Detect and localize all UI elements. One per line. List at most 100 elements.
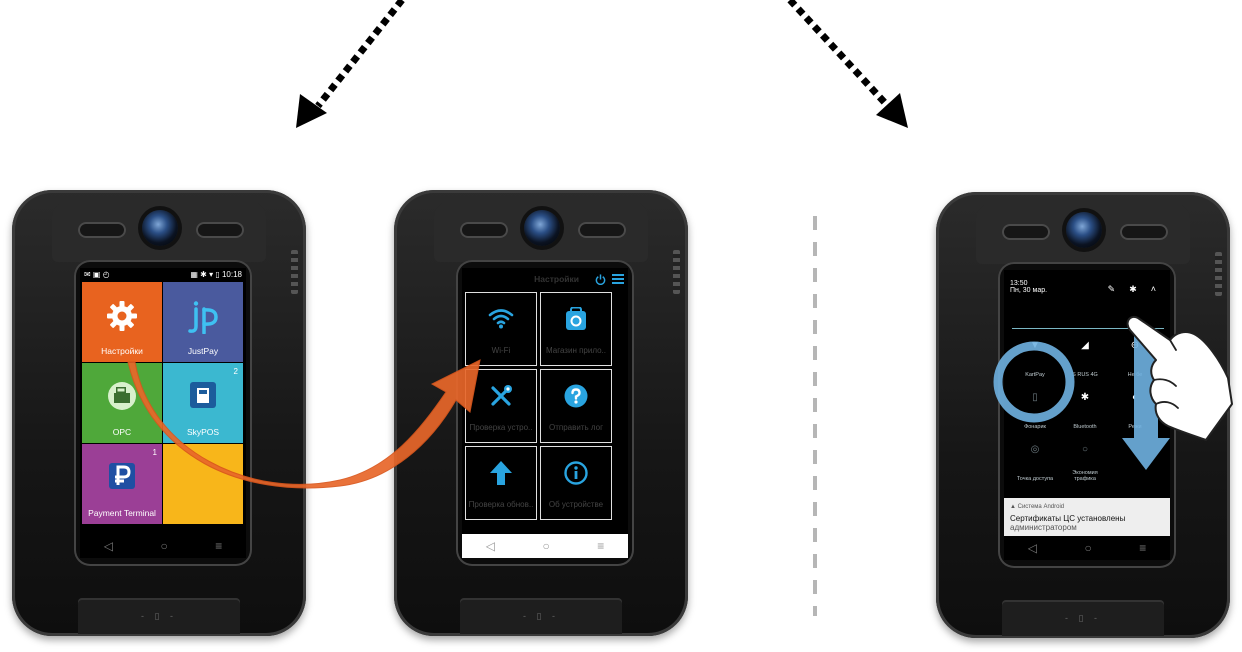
settings-item-update-check[interactable]: Проверка обнов.. [465, 446, 537, 520]
app-tile-empty[interactable] [163, 444, 243, 524]
warning-icon: ▲ [1010, 504, 1018, 510]
dotted-arrow-left [296, 0, 405, 128]
qs-tile-dnd[interactable]: ⊖ Не бе [1127, 340, 1143, 378]
terminal-device-settings: Настройки Wi [394, 190, 688, 636]
qs-tile-mode[interactable]: ◐ Режи [1128, 392, 1142, 430]
settings-item-app-store[interactable]: Магазин прило.. [540, 292, 612, 366]
android-nav-bar: ◁ ○ ≡ [462, 534, 628, 558]
card-reader-slot: - ▯ - [1002, 600, 1164, 636]
status-time: 10:18 [221, 269, 242, 279]
signal-icon: ◢ [1081, 340, 1089, 351]
settings-item-label: Проверка обнов.. [468, 500, 534, 509]
app-tile-justpay[interactable]: JustPay [163, 282, 243, 362]
notification-icons: ✉ ▣ ◴ [84, 269, 110, 279]
gear-icon[interactable]: ✱ [1129, 284, 1137, 294]
settings-item-send-log[interactable]: Отправить лог [540, 369, 612, 443]
terminal-device-launcher: ✉ ▣ ◴ ▦ ✱ ▾ ▯ 10:18 [12, 190, 306, 636]
dnd-icon: ⊖ [1130, 340, 1140, 351]
qs-tile-bluetooth[interactable]: ✱ Bluetooth [1073, 392, 1097, 430]
settings-header: Настройки [462, 268, 628, 290]
device-slot-right [196, 222, 244, 238]
menu-icon[interactable]: ≡ [1139, 541, 1147, 555]
android-nav-bar: ◁ ○ ≡ [1004, 536, 1170, 560]
settings-item-label: Магазин прило.. [546, 346, 606, 355]
notification-app: Система Android [1017, 504, 1065, 510]
clock: 13:50 [1010, 280, 1028, 287]
cash-register-icon [108, 382, 136, 410]
qs-tile-wifi[interactable]: ▼ KartPay [1025, 340, 1045, 378]
info-icon [564, 461, 588, 485]
settings-item-about[interactable]: Об устройстве [540, 446, 612, 520]
qs-tile-flashlight[interactable]: ▯ Фонарик [1024, 392, 1046, 430]
app-badge: 1 [152, 448, 157, 457]
camera-icon [142, 210, 178, 246]
gear-icon [107, 301, 137, 331]
app-tile-label: Payment Terminal [88, 508, 156, 518]
settings-item-label: Отправить лог [548, 423, 603, 432]
dotted-arrow-right [787, 0, 908, 128]
qs-tile-data-saver[interactable]: ○ Экономия трафика [1072, 444, 1098, 482]
pos-terminal-icon [190, 382, 216, 408]
home-icon[interactable]: ○ [542, 539, 550, 553]
hamburger-menu-icon[interactable] [612, 274, 624, 284]
back-icon[interactable]: ◁ [103, 539, 113, 553]
back-icon[interactable]: ◁ [1027, 541, 1037, 555]
launcher-screen: ✉ ▣ ◴ ▦ ✱ ▾ ▯ 10:18 [80, 268, 246, 544]
menu-icon[interactable]: ≡ [597, 539, 605, 553]
qs-tile-mobile-data[interactable]: ◢ S RUS 4G [1072, 340, 1098, 378]
bluetooth-icon: ✱ [1080, 392, 1090, 403]
home-icon[interactable]: ○ [1084, 541, 1092, 555]
settings-item-wifi[interactable]: Wi-Fi [465, 292, 537, 366]
device-slot-right [1120, 224, 1168, 240]
app-tile-label: SkyPOS [186, 427, 220, 437]
qs-tile-hotspot[interactable]: ◎ Точка доступа [1016, 444, 1054, 482]
hotspot-icon: ◎ [1030, 444, 1040, 455]
settings-grid: Wi-Fi Магазин прило.. [462, 290, 628, 522]
power-icon[interactable] [595, 273, 606, 285]
terminal-device-quick-settings: 13:50 Пн, 30 мар. ✎ ✱ ˄ ▼ KartPay ◢ S RU… [936, 192, 1230, 638]
card-reader-slot: - ▯ - [78, 598, 240, 634]
settings-item-label: Об устройстве [548, 500, 604, 509]
quick-settings-screen: 13:50 Пн, 30 мар. ✎ ✱ ˄ ▼ KartPay ◢ S RU… [1004, 270, 1170, 546]
camera-icon [1066, 212, 1102, 248]
chevron-up-icon[interactable]: ˄ [1150, 284, 1156, 294]
mode-icon: ◐ [1131, 392, 1139, 403]
app-tile-payment-terminal[interactable]: 1 Payment Terminal [82, 444, 162, 524]
camera-icon [524, 210, 560, 246]
settings-item-device-check[interactable]: Проверка устро.. [465, 369, 537, 443]
home-icon[interactable]: ○ [160, 539, 168, 553]
tools-icon [491, 385, 512, 406]
flashlight-icon: ▯ [1032, 392, 1038, 403]
quick-settings-header: 13:50 Пн, 30 мар. ✎ ✱ ˄ [1004, 270, 1170, 326]
app-tile-skypos[interactable]: 2 SkyPOS [163, 363, 243, 443]
speaker-grille [1215, 252, 1222, 296]
data-saver-icon: ○ [1081, 444, 1089, 455]
help-icon [564, 384, 588, 408]
notification-title: Сертификаты ЦС установлены [1010, 514, 1126, 523]
update-arrow-icon [490, 461, 512, 485]
page-title: Настройки [534, 274, 579, 284]
menu-icon[interactable]: ≡ [215, 539, 223, 553]
dashed-separator [813, 216, 817, 616]
edit-icon[interactable]: ✎ [1107, 284, 1116, 294]
speaker-grille [673, 250, 680, 294]
brightness-slider[interactable] [1012, 328, 1164, 329]
status-icons: ▦ ✱ ▾ ▯ [190, 269, 220, 279]
device-slot-right [578, 222, 626, 238]
justpay-logo-icon [188, 301, 218, 334]
app-tile-label: Настройки [101, 346, 143, 356]
device-slot-left [460, 222, 508, 238]
date: Пн, 30 мар. [1010, 287, 1048, 294]
device-slot-left [1002, 224, 1050, 240]
notification-text: администратором [1010, 523, 1077, 532]
back-icon[interactable]: ◁ [485, 539, 495, 553]
qs-tile-empty [1110, 434, 1160, 486]
app-tile-label: JustPay [187, 346, 219, 356]
ruble-icon [109, 463, 135, 489]
app-badge: 2 [233, 367, 238, 376]
device-slot-left [78, 222, 126, 238]
app-tile-settings[interactable]: Настройки [82, 282, 162, 362]
settings-item-label: Wi-Fi [491, 346, 511, 355]
app-tile-opc[interactable]: OPC [82, 363, 162, 443]
status-bar: ✉ ▣ ◴ ▦ ✱ ▾ ▯ 10:18 [80, 268, 246, 280]
